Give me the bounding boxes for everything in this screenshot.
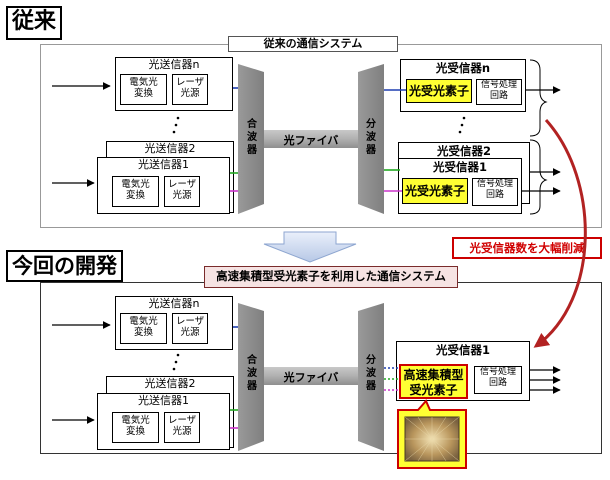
new-signal-processor: 信号処理 回路: [474, 366, 522, 394]
new-mux-shape: [238, 303, 264, 451]
photodetector-1: 光受光素子: [402, 178, 468, 204]
transmitter-1-title: 光送信器1: [138, 158, 189, 171]
new-tag: 今回の開発: [6, 250, 123, 282]
photodetector-n: 光受光素子: [406, 79, 472, 103]
new-fiber-label: 光ファイバ: [283, 371, 339, 384]
receiver-2-title: 光受信器2: [436, 144, 491, 158]
brace-upper: [529, 59, 548, 137]
transition-arrow: [263, 231, 357, 263]
conventional-caption: 従来の通信システム: [228, 36, 398, 52]
new-receiver-1-title: 光受信器1: [435, 343, 490, 357]
receiver-n-title: 光受信器n: [435, 61, 491, 75]
conventional-tag: 従来: [6, 6, 63, 40]
new-demux-label: 分 波 器: [366, 355, 376, 392]
demux-shape: [358, 64, 384, 214]
new-laser-source-n: レーザ 光源: [172, 313, 208, 344]
eo-converter-n: 電気光 変換: [120, 74, 167, 105]
laser-source-1: レーザ 光源: [164, 176, 200, 207]
eo-converter-1: 電気光 変換: [112, 176, 159, 207]
signal-processor-n: 信号処理 回路: [476, 79, 522, 105]
new-transmitter-n-title: 光送信器n: [148, 297, 200, 310]
demux-label: 分 波 器: [366, 119, 376, 156]
new-caption: 高速集積型受光素子を利用した通信システム: [204, 266, 458, 288]
transmitter-n-title: 光送信器n: [148, 58, 200, 71]
new-optical-fiber: [264, 367, 358, 385]
new-mux-label: 合 波 器: [247, 355, 257, 392]
signal-processor-1: 信号処理 回路: [472, 178, 518, 206]
new-laser-source-1: レーザ 光源: [164, 412, 200, 443]
integrated-photodetector: 高速集積型 受光素子: [399, 364, 468, 399]
fiber-label: 光ファイバ: [283, 134, 339, 147]
new-eo-converter-n: 電気光 変換: [120, 313, 167, 344]
receiver-reduction-note: 光受信器数を大幅削減: [452, 237, 602, 259]
optical-fiber: [264, 130, 358, 148]
new-demux-shape: [358, 303, 384, 451]
receiver-1-title: 光受信器1: [432, 160, 487, 174]
laser-source-n: レーザ 光源: [172, 74, 208, 105]
new-transmitter-2-title: 光送信器2: [144, 377, 196, 390]
new-transmitter-1-title: 光送信器1: [138, 394, 189, 407]
mux-label: 合 波 器: [247, 119, 257, 156]
new-eo-converter-1: 電気光 変換: [112, 412, 159, 443]
reduction-arrow: [533, 118, 587, 348]
mux-shape: [238, 64, 264, 214]
brace-lower: [529, 139, 548, 215]
transmitter-2-title: 光送信器2: [144, 142, 196, 155]
